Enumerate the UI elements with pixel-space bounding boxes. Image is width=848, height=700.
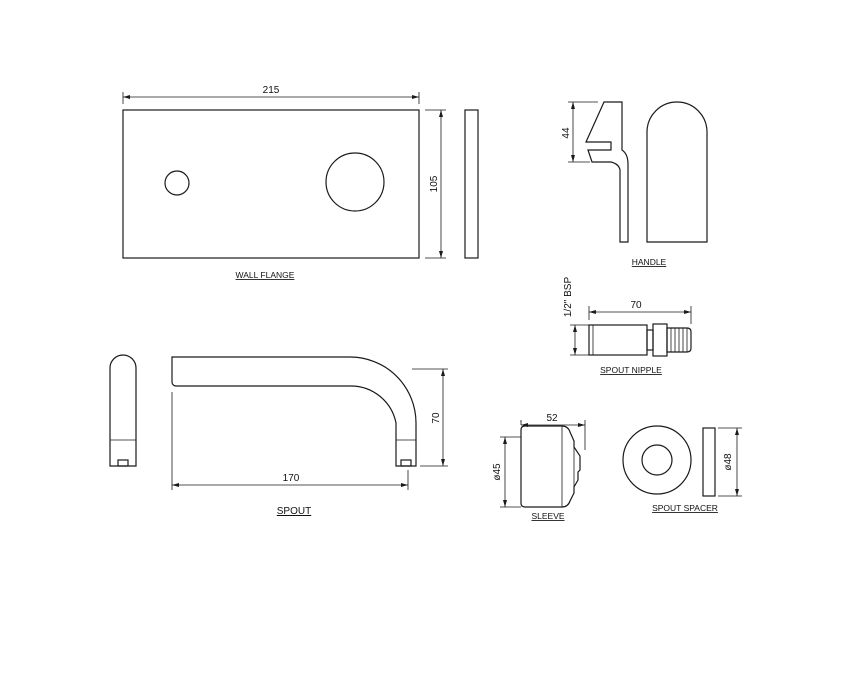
spout-nipple-group: 70 1/2" BSP SPOUT NIPPLE — [563, 277, 692, 375]
sleeve-body — [520, 425, 581, 508]
nipple-length-dimension: 70 — [588, 300, 692, 324]
handle-height-label: 44 — [561, 127, 572, 139]
spout-title: SPOUT — [277, 506, 311, 517]
spout-height-dimension: 70 — [412, 368, 448, 467]
sleeve-group: 52 ø45 SLEEVE — [492, 413, 586, 521]
handle-group: 44 HANDLE — [561, 101, 708, 267]
spout-length-label: 170 — [283, 473, 300, 484]
spout-group: 70 170 SPOUT — [109, 354, 448, 517]
wall-flange-spout-hole — [164, 170, 190, 196]
flange-height-dimension: 105 — [425, 109, 446, 259]
nipple-length-label: 70 — [630, 300, 642, 311]
nipple-thread-label: 1/2" BSP — [563, 277, 574, 318]
sleeve-title: SLEEVE — [531, 511, 564, 521]
spout-spacer-group: ø48 SPOUT SPACER — [622, 425, 742, 513]
flange-height-label: 105 — [429, 175, 440, 192]
spacer-diameter-label: ø48 — [723, 453, 734, 471]
nipple-body — [588, 324, 648, 356]
handle-height-dimension: 44 — [561, 101, 598, 163]
spacer-inner — [641, 444, 673, 476]
spout-height-label: 70 — [431, 412, 442, 424]
spout-spacer-title: SPOUT SPACER — [652, 503, 718, 513]
sleeve-length-label: 52 — [546, 413, 558, 424]
spacer-outer — [622, 425, 692, 495]
wall-flange-group: 215 105 WALL FLANGE — [122, 85, 479, 280]
wall-flange-title: WALL FLANGE — [236, 270, 295, 280]
handle-side-profile — [585, 101, 629, 243]
nipple-hex — [652, 323, 668, 357]
spout-nipple-title: SPOUT NIPPLE — [600, 365, 662, 375]
spout-outlet — [400, 459, 412, 467]
handle-front-view — [646, 101, 708, 243]
sleeve-diameter-label: ø45 — [492, 463, 503, 481]
nipple-thread — [666, 327, 692, 353]
flange-width-label: 215 — [263, 85, 280, 96]
spout-end-view — [109, 354, 137, 467]
wall-flange-side — [464, 109, 479, 259]
spout-side-view — [171, 356, 417, 467]
wall-flange-handle-hole — [325, 152, 385, 212]
nipple-collar — [646, 329, 654, 351]
spacer-side-view — [702, 427, 716, 497]
sleeve-diameter-dimension: ø45 — [492, 436, 521, 508]
flange-width-dimension: 215 — [122, 85, 420, 104]
spout-length-dimension: 170 — [171, 392, 409, 490]
sleeve-length-dimension: 52 — [520, 413, 586, 450]
wall-flange-front — [122, 109, 420, 259]
spout-end-tip — [117, 459, 129, 467]
handle-title: HANDLE — [632, 257, 667, 267]
spacer-diameter-dimension: ø48 — [718, 427, 742, 497]
nipple-thread-dimension: 1/2" BSP — [563, 277, 589, 356]
